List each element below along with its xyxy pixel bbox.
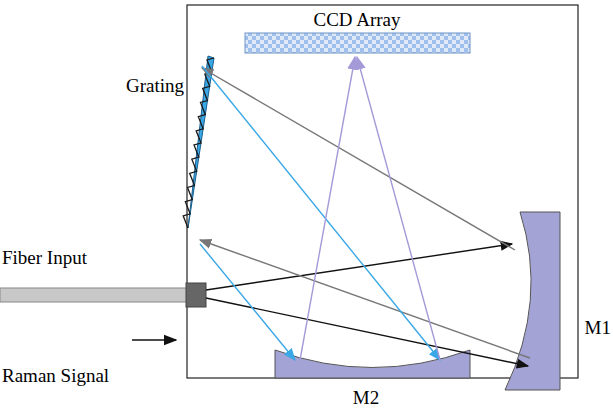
- light-rays: [200, 57, 530, 366]
- part-label: CCD Array: [313, 10, 400, 29]
- part-label: Fiber Input: [2, 248, 87, 267]
- part-label: Grating: [126, 76, 184, 95]
- part-label: M1: [585, 318, 611, 337]
- part-label: M2: [353, 388, 379, 407]
- grating: [183, 56, 214, 228]
- signal-label: Raman Signal: [2, 366, 109, 385]
- mirror-m2: [275, 350, 470, 378]
- fiber: [0, 283, 206, 340]
- ccd-array: [245, 33, 470, 53]
- housing: [187, 5, 578, 378]
